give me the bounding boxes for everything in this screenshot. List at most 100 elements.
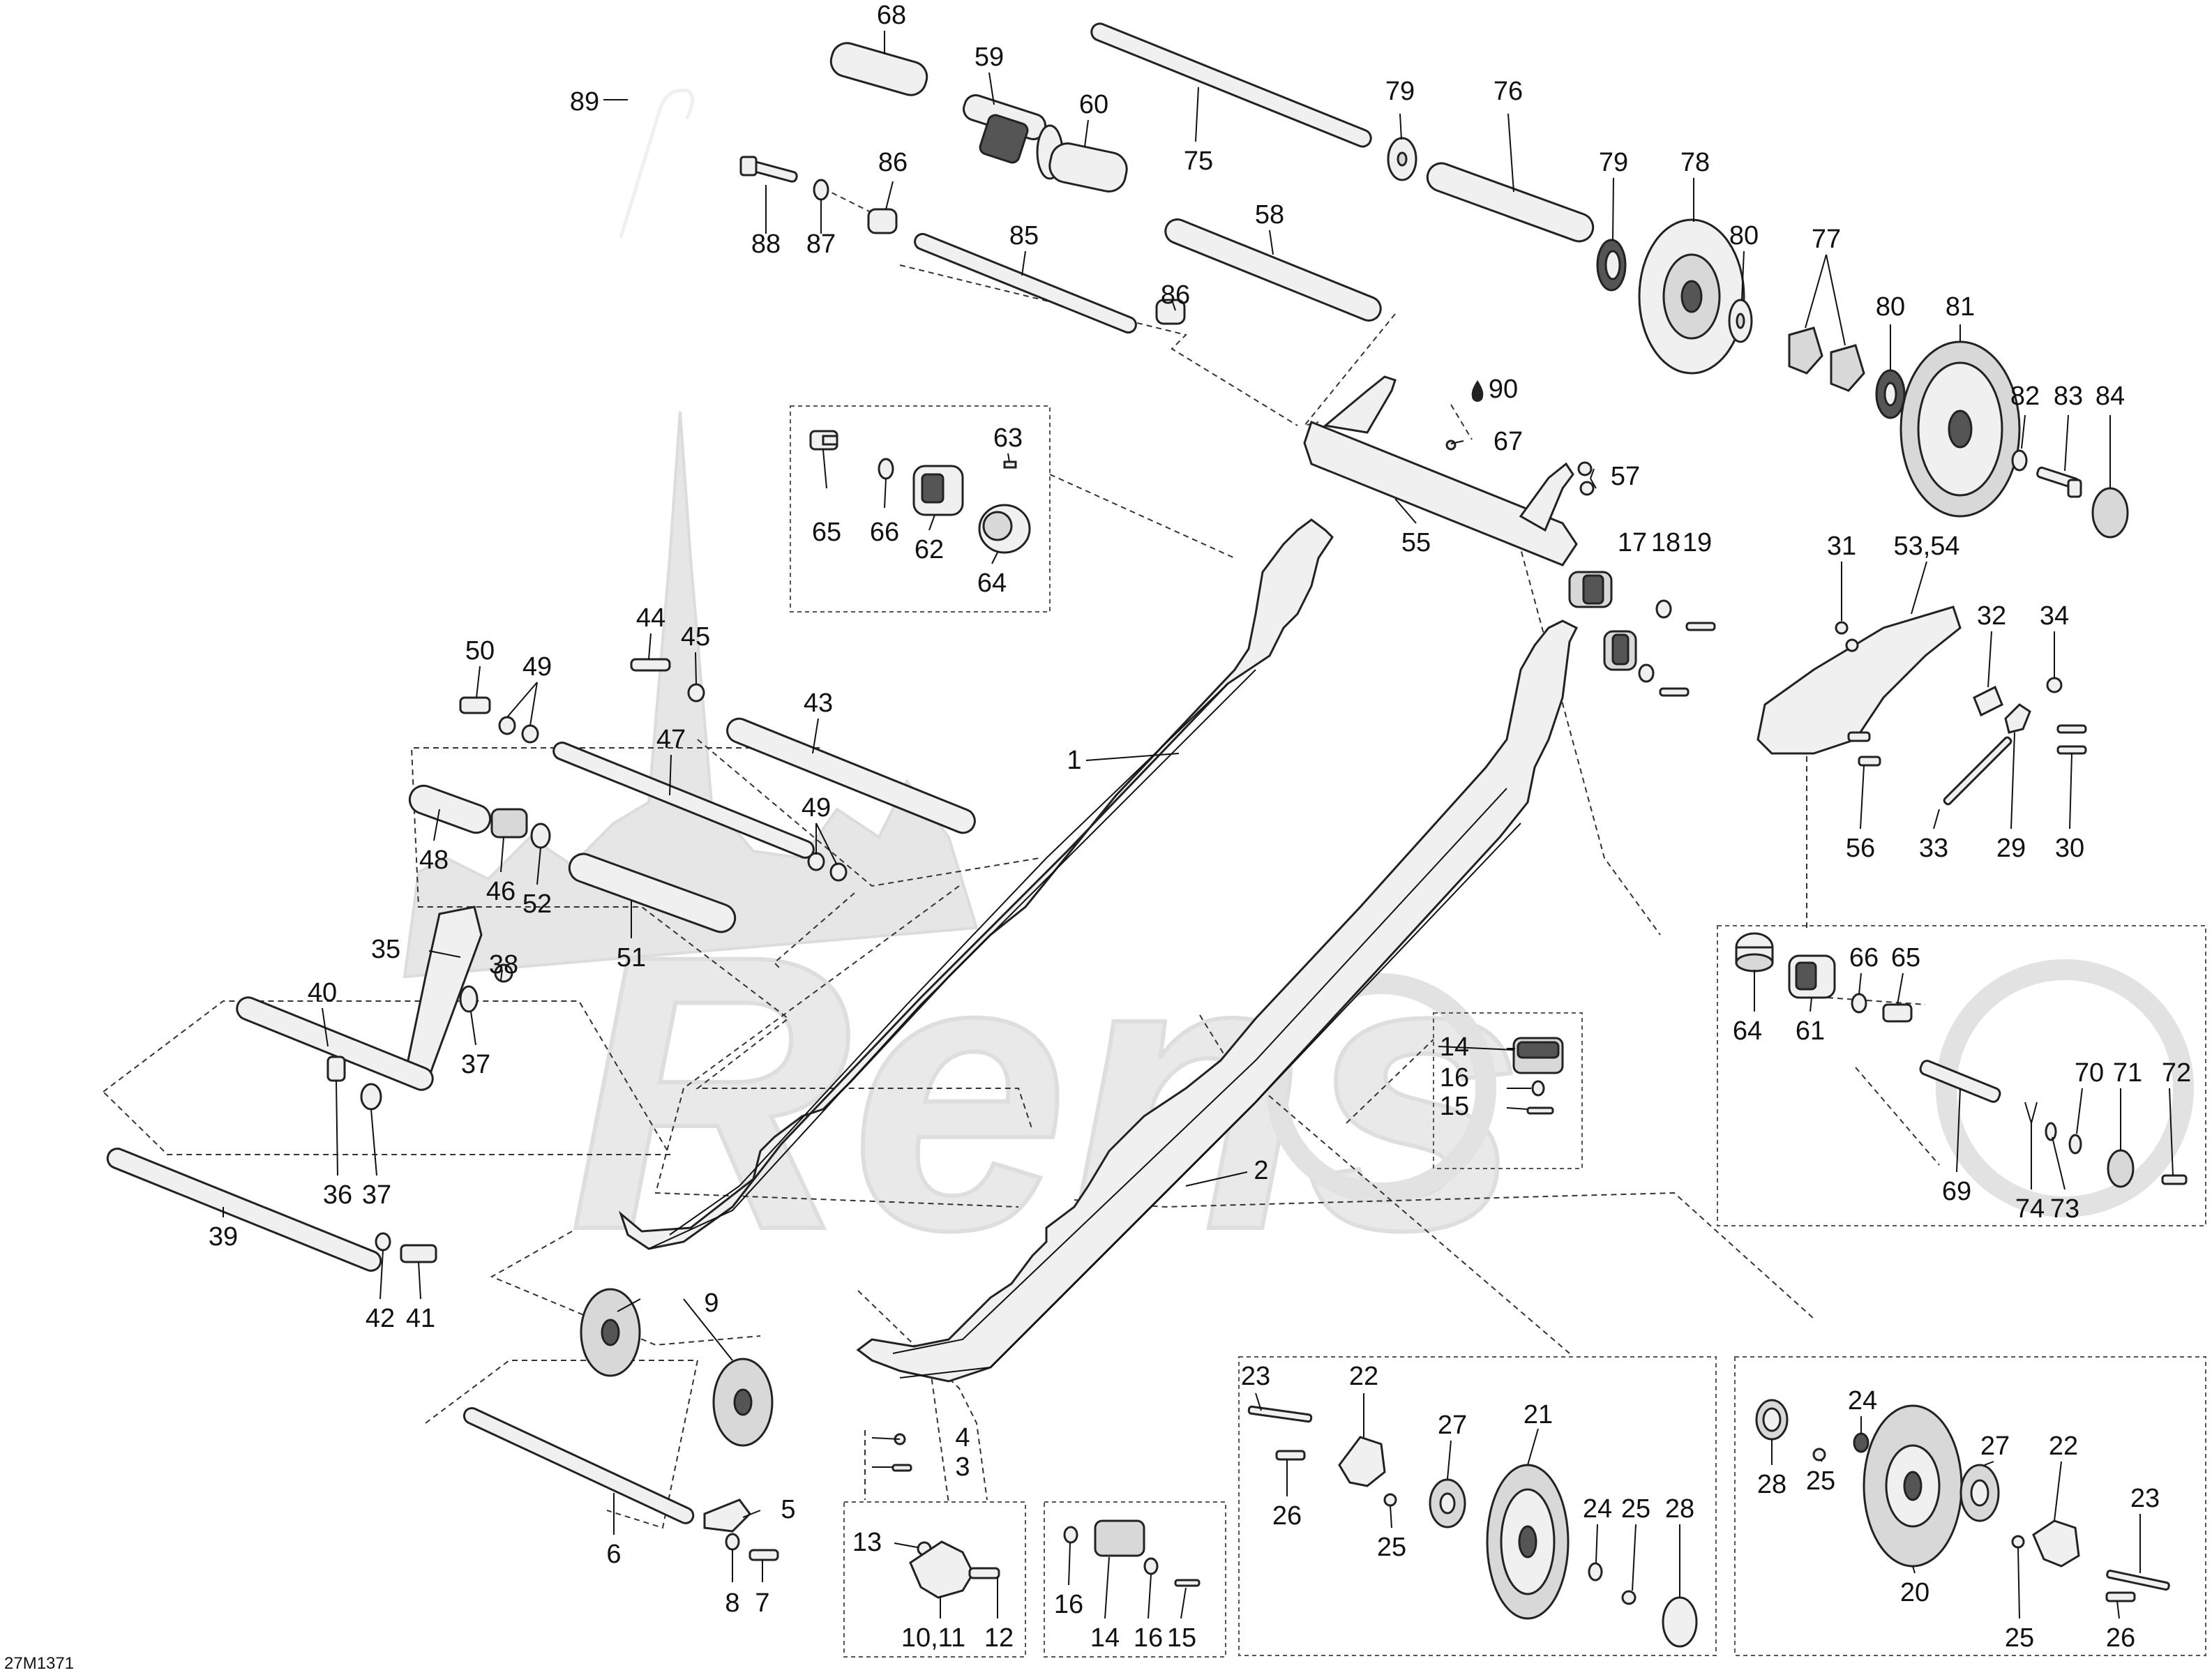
part-38-nut — [494, 963, 513, 983]
callout-89: 89 — [570, 87, 599, 117]
callout-51: 51 — [617, 943, 646, 972]
callout-12: 12 — [984, 1623, 1014, 1653]
callout-18: 18 — [1651, 528, 1680, 557]
part-43-shaft — [726, 717, 976, 834]
part-73-washer — [2045, 1122, 2057, 1141]
callout-25d: 25 — [2005, 1623, 2034, 1653]
part-19-screw — [1659, 622, 1716, 697]
rear-bracket-parts — [1756, 606, 2087, 806]
callout-16c: 16 — [1134, 1623, 1163, 1653]
callout-59: 59 — [975, 43, 1004, 72]
part-55-pivot-arm — [1303, 375, 1578, 566]
callout-79b: 79 — [1599, 148, 1628, 177]
callout-80b: 80 — [1876, 292, 1905, 322]
callout-1: 1 — [1067, 746, 1081, 775]
part-77-bushing-b — [1830, 344, 1865, 392]
part-68-sleeve — [829, 42, 928, 96]
callout-32: 32 — [1977, 601, 2006, 631]
callout-22b: 22 — [2049, 1432, 2078, 1461]
callout-88: 88 — [751, 230, 781, 259]
part-34-nut — [2046, 677, 2063, 693]
callout-64b: 64 — [1733, 1016, 1762, 1046]
part-30-bolts — [2056, 724, 2087, 755]
part-27-washer-b — [1959, 1464, 2000, 1522]
callout-14a: 14 — [1440, 1032, 1469, 1062]
part-72-bolt — [2161, 1174, 2188, 1185]
part-65-bolt — [809, 430, 838, 451]
part-1-rail — [618, 518, 1334, 1250]
watermark-wheel-2 — [1936, 959, 2194, 1217]
part-37-washer-a — [459, 985, 479, 1013]
wheel-kit-left — [1247, 1405, 1698, 1648]
part-20-wheel — [1863, 1404, 1963, 1568]
part-85-shaft — [914, 232, 1137, 334]
callout-83: 83 — [2054, 382, 2083, 411]
callout-26a: 26 — [1272, 1501, 1302, 1531]
callout-8: 8 — [725, 1588, 739, 1618]
callout-19: 19 — [1683, 528, 1712, 557]
part-79-washer-a — [1387, 137, 1417, 181]
callout-37b: 37 — [362, 1180, 391, 1210]
callout-27a: 27 — [1438, 1411, 1467, 1440]
box-rear-adjust — [1717, 925, 2206, 1226]
callout-28a: 28 — [1665, 1494, 1694, 1524]
callout-2: 2 — [1254, 1156, 1268, 1185]
part-18-washer — [1638, 599, 1672, 683]
part-81-wheel — [1899, 340, 2021, 518]
part-80-washer-b — [1875, 369, 1906, 419]
part-15-screw-b — [1174, 1579, 1201, 1587]
callout-17: 17 — [1618, 528, 1647, 557]
callout-7: 7 — [755, 1588, 769, 1618]
callout-16b: 16 — [1054, 1590, 1083, 1619]
part-3-screw — [891, 1464, 912, 1472]
callout-45: 45 — [681, 622, 710, 652]
part-27-washer-a — [1429, 1478, 1466, 1528]
callout-27b: 27 — [1980, 1432, 2010, 1461]
callout-57: 57 — [1611, 462, 1640, 491]
part-17-shoe — [1568, 571, 1613, 608]
callout-49b: 49 — [802, 793, 831, 823]
callout-25b: 25 — [1621, 1494, 1650, 1524]
part-64-sleeve-b — [1735, 932, 1774, 972]
part-82-washer — [2011, 449, 2028, 472]
part-26-bolt-b — [2105, 1591, 2136, 1602]
part-16-washer — [1531, 1080, 1545, 1097]
callout-21: 21 — [1523, 1400, 1553, 1429]
callout-50: 50 — [465, 636, 495, 666]
part-33-pin — [1943, 736, 2012, 806]
part-66-washer — [878, 458, 894, 480]
callout-67: 67 — [1494, 427, 1523, 456]
callout-41: 41 — [406, 1304, 435, 1333]
diagram-code: 27M1371 — [4, 1654, 74, 1673]
part-58-shaft — [1164, 218, 1382, 322]
callout-72: 72 — [2162, 1058, 2191, 1088]
part-86-bushing-b — [1155, 299, 1186, 325]
callout-85: 85 — [1009, 221, 1039, 250]
part-60-spacer — [1036, 124, 1128, 193]
part-22-bracket-b — [2032, 1519, 2080, 1568]
callout-49a: 49 — [522, 652, 552, 682]
callout-44: 44 — [636, 603, 665, 633]
callout-39: 39 — [209, 1222, 238, 1252]
callout-52: 52 — [522, 889, 552, 919]
callout-23b: 23 — [2130, 1484, 2160, 1513]
part-50-bolt — [459, 696, 491, 714]
pivot-kit-parts — [809, 430, 1031, 554]
callout-66b: 66 — [1849, 943, 1879, 972]
callout-90: 90 — [1489, 375, 1518, 404]
callout-87: 87 — [806, 230, 836, 259]
callout-33: 33 — [1919, 834, 1948, 863]
callout-9: 9 — [704, 1289, 718, 1318]
callout-65a: 65 — [812, 518, 841, 547]
part-31-nuts — [1835, 621, 1859, 652]
part-8-washer — [725, 1533, 740, 1551]
callout-43: 43 — [804, 689, 833, 718]
callout-15b: 15 — [1167, 1623, 1196, 1653]
leader-lines — [223, 31, 2174, 1619]
box-pivot-parts — [790, 405, 1051, 613]
callout-labels: 1 2 3 4 5 6 7 8 9 10,11 12 13 14 14 15 1… — [4, 1, 2191, 1673]
callout-14b: 14 — [1090, 1623, 1120, 1653]
callout-69: 69 — [1942, 1177, 1971, 1206]
callout-73: 73 — [2050, 1194, 2079, 1224]
part-83-bolt — [2036, 466, 2082, 498]
